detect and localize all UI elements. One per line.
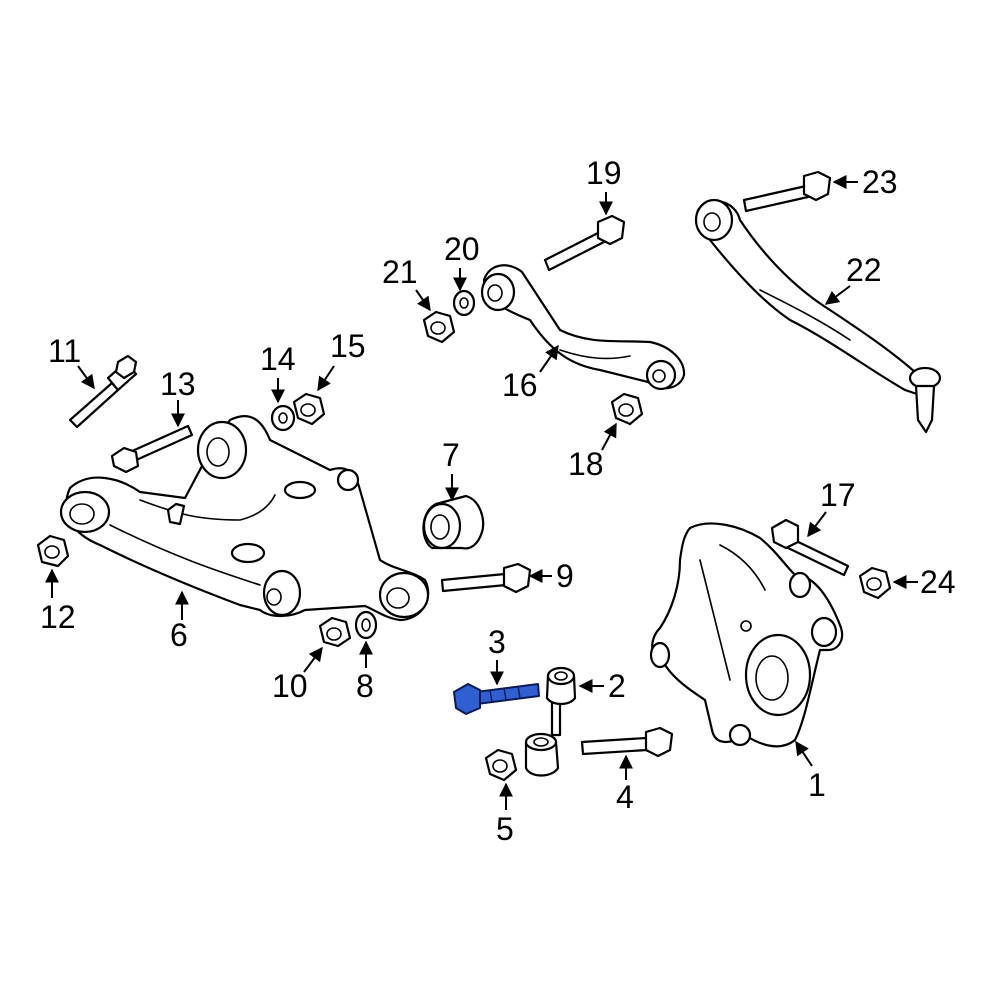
callout-4: 4 [616, 754, 634, 815]
callout-18: 18 [568, 422, 617, 482]
svg-text:23: 23 [862, 164, 898, 200]
part-18-nut[interactable] [610, 392, 644, 426]
svg-text:13: 13 [160, 366, 196, 402]
callout-6: 6 [170, 590, 189, 653]
part-2-stabilizer-link[interactable] [524, 666, 577, 777]
callout-14: 14 [260, 341, 296, 404]
callout-10: 10 [272, 646, 323, 704]
svg-text:18: 18 [568, 446, 604, 482]
part-22-upper-link[interactable] [694, 198, 942, 434]
svg-text:11: 11 [48, 333, 81, 369]
callout-20: 20 [444, 231, 480, 292]
svg-text:20: 20 [444, 231, 480, 267]
part-16-upper-arm[interactable] [480, 264, 686, 391]
svg-text:17: 17 [820, 477, 856, 513]
part-11-bolt[interactable] [68, 354, 138, 429]
callout-7: 7 [442, 437, 460, 502]
part-3-bolt-highlighted[interactable] [453, 683, 540, 715]
svg-text:7: 7 [442, 437, 460, 473]
callout-11: 11 [48, 333, 95, 390]
svg-text:24: 24 [920, 564, 956, 600]
part-23-bolt[interactable] [742, 170, 832, 213]
callout-13: 13 [160, 366, 196, 428]
part-15-nut[interactable] [292, 392, 326, 426]
svg-text:14: 14 [260, 341, 296, 377]
callout-16: 16 [502, 344, 559, 403]
svg-text:2: 2 [608, 668, 626, 704]
svg-text:8: 8 [356, 668, 374, 704]
callout-5: 5 [496, 782, 514, 847]
part-4-bolt[interactable] [580, 726, 674, 758]
svg-text:6: 6 [170, 617, 188, 653]
part-24-nut[interactable] [858, 566, 892, 600]
callout-8: 8 [356, 640, 374, 704]
callout-24: 24 [892, 564, 956, 600]
part-20-washer[interactable] [452, 289, 476, 317]
svg-text:10: 10 [272, 668, 308, 704]
svg-text:1: 1 [808, 767, 826, 803]
callout-1: 1 [795, 740, 826, 803]
callout-2: 2 [578, 668, 626, 704]
callout-22: 22 [824, 252, 882, 305]
part-1-knuckle[interactable] [649, 522, 844, 748]
svg-text:5: 5 [496, 811, 514, 847]
svg-text:21: 21 [382, 254, 418, 290]
callout-3: 3 [488, 624, 506, 686]
svg-text:22: 22 [846, 252, 882, 288]
callout-15: 15 [317, 328, 366, 392]
svg-text:12: 12 [40, 599, 76, 635]
part-21-nut[interactable] [422, 310, 456, 344]
part-9-bolt[interactable] [440, 562, 532, 594]
part-7-bushing[interactable] [422, 494, 485, 550]
svg-text:3: 3 [488, 624, 506, 660]
callout-21: 21 [382, 254, 431, 312]
part-12-nut[interactable] [36, 534, 70, 568]
part-6-lower-control-arm[interactable] [59, 414, 430, 622]
svg-text:16: 16 [502, 367, 538, 403]
svg-text:9: 9 [556, 558, 574, 594]
part-14-washer[interactable] [270, 404, 296, 432]
callout-19: 19 [586, 155, 622, 216]
svg-text:4: 4 [616, 779, 634, 815]
part-8-washer[interactable] [354, 610, 378, 640]
callout-23: 23 [832, 164, 898, 200]
svg-text:19: 19 [586, 155, 622, 191]
svg-text:15: 15 [330, 328, 366, 364]
part-10-nut[interactable] [318, 616, 352, 648]
callout-17: 17 [807, 477, 856, 538]
part-13-bolt[interactable] [110, 424, 194, 474]
callout-12: 12 [40, 568, 76, 635]
callout-9: 9 [528, 558, 574, 594]
part-5-nut[interactable] [484, 748, 518, 782]
part-19-bolt[interactable] [543, 214, 626, 272]
part-17-bolt[interactable] [770, 518, 850, 577]
